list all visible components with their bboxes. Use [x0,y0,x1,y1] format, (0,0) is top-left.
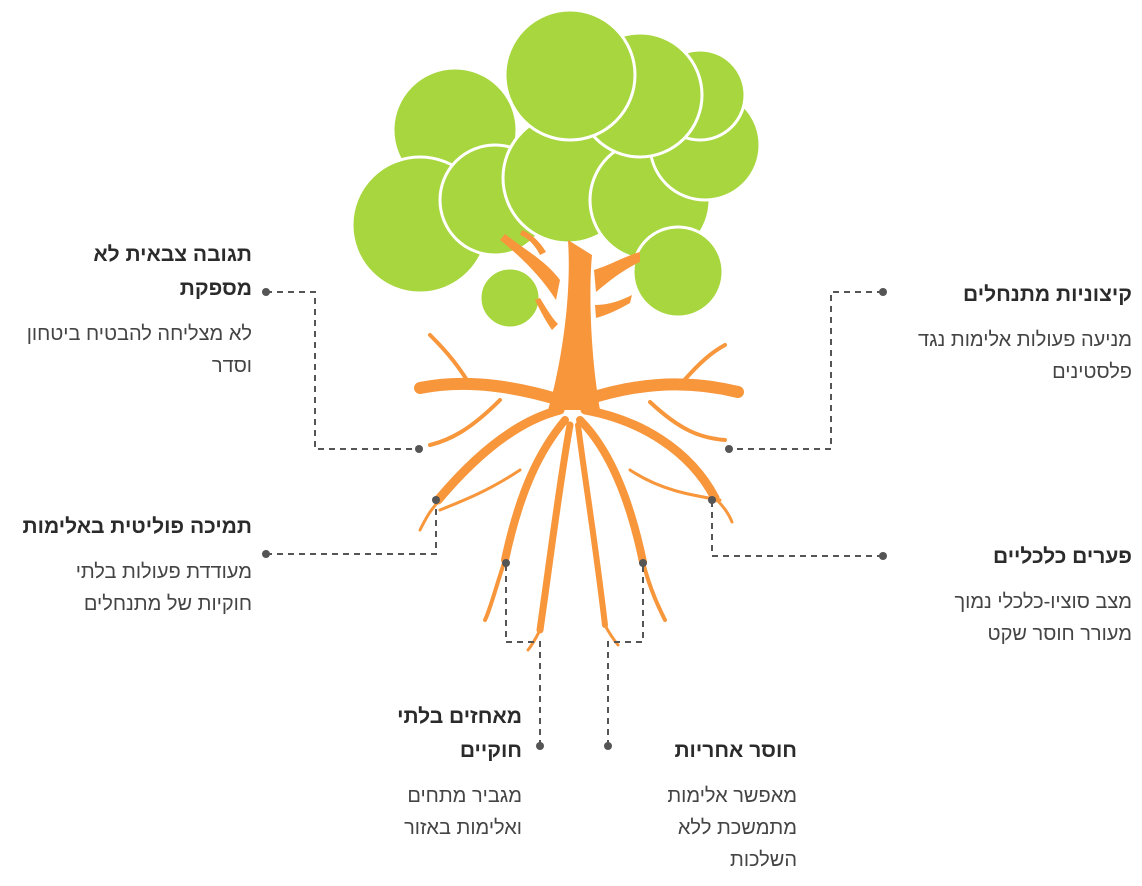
node-description: לא מצליחה להבטיח ביטחון וסדר [26,323,252,377]
node-political-support: תמיכה פוליטית באלימות מעודדת פעולות בלתי… [20,510,252,620]
node-description: מניעה פעולות אלימות נגד פלסטינים [918,329,1132,383]
connector-lines [266,291,883,746]
connector-economic-gaps [711,500,883,557]
connector-settler-extremism [729,291,883,450]
node-description: מצב סוציו-כלכלי נמוך מעורר חוסר שקט [954,591,1132,645]
node-title: מאחזים בלתי חוקיים [397,705,522,762]
node-description: מאפשר אלימות מתמשכת ללא השלכות [667,785,797,871]
connector-inadequate-response [266,291,419,450]
node-title: קיצוניות מתנחלים [963,283,1132,306]
node-economic-gaps: פערים כלכליים מצב סוציו-כלכלי נמוך מעורר… [900,540,1132,650]
node-title: תמיכה פוליטית באלימות [22,515,252,538]
tree-trunk [500,230,640,410]
tree-foliage [350,8,762,330]
tree-roots [414,333,744,652]
node-description: מגביר מתחים ואלימות באזור [404,785,522,839]
node-title: חוסר אחריות [674,739,797,762]
connector-lack-accountability [607,563,644,746]
node-lack-accountability: חוסר אחריות מאפשר אלימות מתמשכת ללא השלכ… [615,734,797,876]
connector-political-support [266,500,437,555]
node-description: מעודדת פעולות בלתי חוקיות של מתנחלים [75,561,252,615]
node-illegal-outposts: מאחזים בלתי חוקיים מגביר מתחים ואלימות ב… [340,700,522,844]
connector-dots [262,288,887,750]
connector-illegal-outposts [505,563,541,746]
node-title: פערים כלכליים [992,545,1132,568]
node-settler-extremism: קיצוניות מתנחלים מניעה פעולות אלימות נגד… [900,278,1132,388]
node-title: תגובה צבאית לא מספקת [93,243,252,300]
node-inadequate-response: תגובה צבאית לא מספקת לא מצליחה להבטיח בי… [20,238,252,382]
